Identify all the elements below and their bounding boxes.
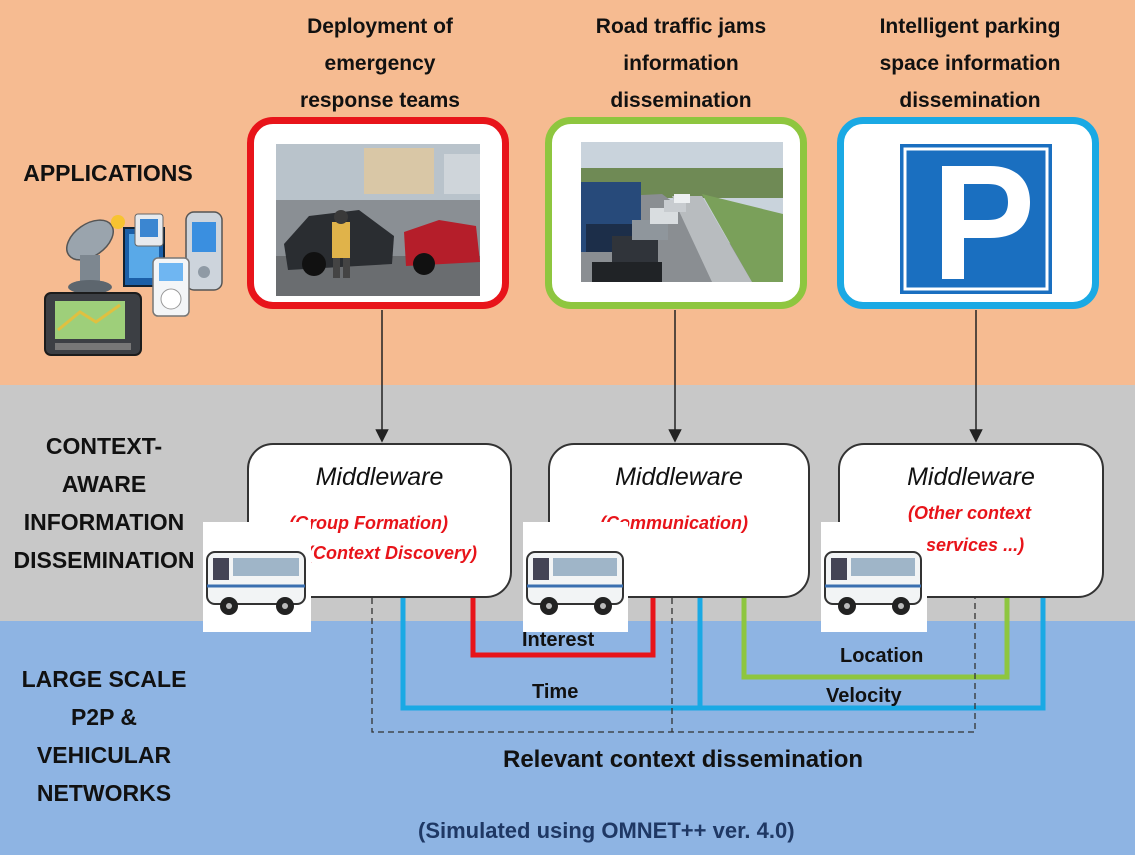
- app-title-emergency: Deployment of emergency response teams: [250, 8, 510, 119]
- app-frame-traffic: [545, 117, 807, 309]
- network-label-line: NETWORKS: [36, 780, 172, 806]
- location-label: Location: [840, 645, 924, 667]
- middleware-title: Middleware: [615, 463, 743, 491]
- velocity-label: Velocity: [826, 685, 902, 707]
- app-title-line: information: [623, 52, 739, 75]
- app-frame-emergency: [247, 117, 509, 309]
- middleware-service: (Communication): [600, 513, 748, 533]
- interest-label: Interest: [522, 629, 595, 651]
- middleware-box: Middleware (Other context services ...): [838, 443, 1104, 598]
- parking-sign-icon: [900, 144, 1052, 294]
- middleware-title: Middleware: [315, 463, 444, 491]
- context-layer-label: CONTEXT- AWARE INFORMATION DISSEMINATION: [4, 427, 204, 579]
- middleware-service: (Group Formation): [289, 513, 448, 533]
- middleware-service: services ...): [926, 535, 1025, 555]
- traffic-jam-photo: [581, 142, 783, 282]
- context-label-line: AWARE: [61, 471, 147, 497]
- context-label-line: DISSEMINATION: [13, 547, 195, 573]
- applications-layer-label: APPLICATIONS: [8, 154, 208, 192]
- app-title-line: Deployment of: [307, 15, 453, 38]
- app-title-line: dissemination: [610, 89, 752, 112]
- time-label: Time: [532, 681, 579, 703]
- network-label-line: VEHICULAR: [36, 742, 172, 768]
- app-title-line: space information: [879, 52, 1061, 75]
- middleware-service: (Context Discovery): [307, 543, 478, 563]
- context-label-line: INFORMATION: [23, 509, 185, 535]
- middleware-box: Middleware (Group Formation) (Context Di…: [247, 443, 512, 598]
- app-title-parking: Intelligent parking space information di…: [840, 8, 1100, 119]
- bus-icon: [203, 522, 311, 632]
- app-title-line: Road traffic jams: [595, 15, 767, 38]
- middleware-service: (Other context: [908, 503, 1032, 523]
- relevant-context-label: Relevant context dissemination: [503, 746, 864, 773]
- middleware-title: Middleware: [907, 463, 1035, 491]
- car-crash-photo: [276, 144, 480, 296]
- applications-label-line: APPLICATIONS: [23, 160, 193, 186]
- app-title-line: response teams: [300, 89, 460, 112]
- app-frame-parking: [837, 117, 1099, 309]
- app-title-line: emergency: [324, 52, 436, 75]
- network-layer-label: LARGE SCALE P2P & VEHICULAR NETWORKS: [4, 660, 204, 812]
- app-title-traffic: Road traffic jams information disseminat…: [551, 8, 811, 119]
- app-title-line: dissemination: [899, 89, 1041, 112]
- context-label-line: CONTEXT-: [45, 433, 163, 459]
- network-label-line: LARGE SCALE: [21, 666, 187, 692]
- bus-icon: [523, 522, 628, 632]
- network-label-line: P2P &: [70, 704, 138, 730]
- app-title-line: Intelligent parking: [879, 15, 1061, 38]
- simulation-note: (Simulated using OMNET++ ver. 4.0): [418, 818, 795, 843]
- bus-icon: [821, 522, 927, 632]
